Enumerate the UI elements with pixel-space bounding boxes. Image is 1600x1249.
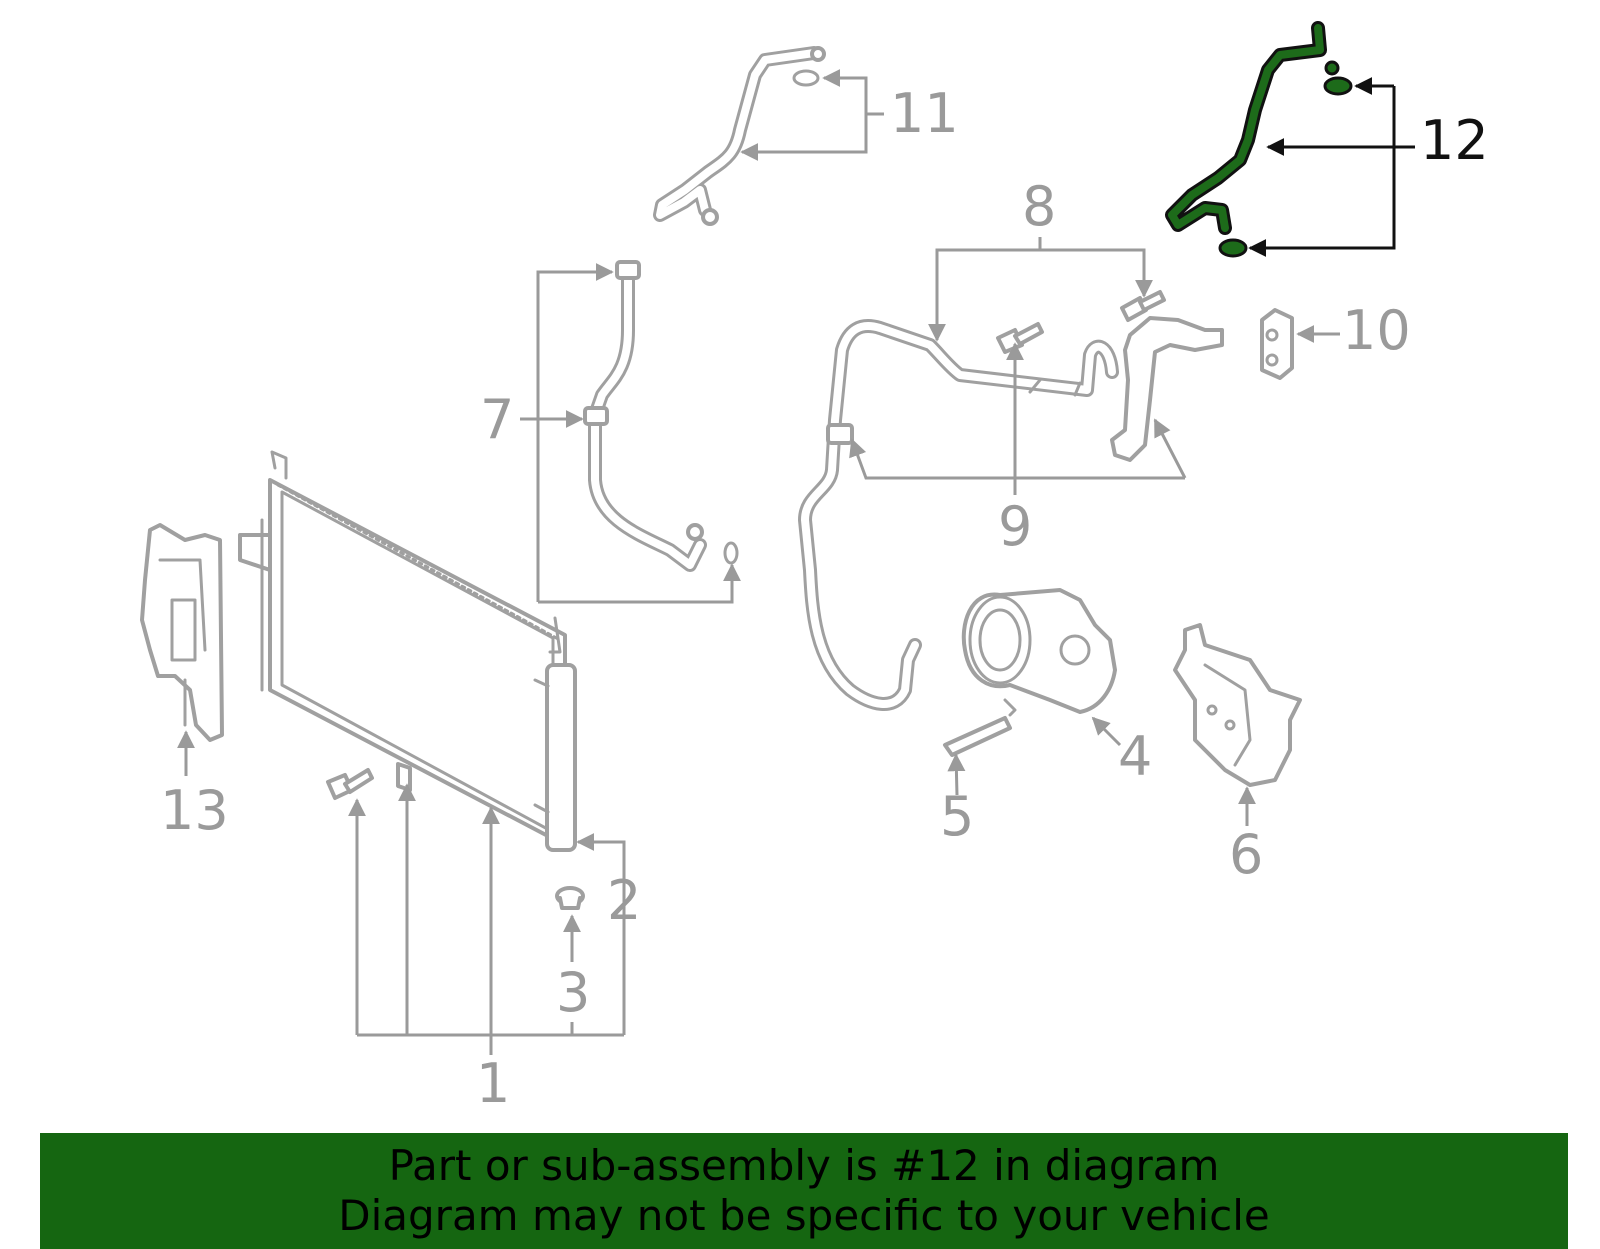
callout-10: 10: [1342, 299, 1411, 362]
callout-13: 13: [160, 779, 229, 842]
callout-1: 1: [476, 1052, 510, 1115]
hose-part-8: [798, 316, 1224, 711]
banner-line-disclaimer: Diagram may not be specific to your vehi…: [338, 1191, 1270, 1240]
leader-lines: [177, 69, 1415, 1055]
compressor-part-4: [961, 588, 1117, 717]
expansion-valve-part-10: [1260, 308, 1294, 380]
bolt-part-8: [1120, 290, 1166, 322]
hose-part-12-highlighted: [1165, 21, 1353, 258]
hose-part-7: [583, 260, 739, 572]
bolt-part-9: [996, 322, 1044, 354]
side-bracket-part-13: [140, 523, 224, 742]
condenser-part-1: [238, 450, 577, 852]
bolt-condenser: [326, 768, 374, 800]
grommet-part-3: [555, 886, 585, 910]
callout-12-highlighted: 12: [1420, 109, 1489, 172]
pin-part-5: [943, 716, 1012, 757]
callout-3: 3: [556, 961, 590, 1024]
callout-8: 8: [1022, 175, 1056, 238]
callout-6: 6: [1229, 823, 1263, 886]
callout-7: 7: [480, 388, 514, 451]
callout-5: 5: [940, 785, 974, 848]
callout-9: 9: [998, 495, 1032, 558]
hose-part-11: [653, 46, 826, 226]
callout-4: 4: [1118, 725, 1152, 788]
callout-2: 2: [607, 869, 641, 932]
callout-11: 11: [890, 82, 959, 145]
info-banner: Part or sub-assembly is #12 in diagram D…: [40, 1133, 1568, 1249]
bracket-part-6: [1173, 623, 1302, 787]
banner-line-part-number: Part or sub-assembly is #12 in diagram: [388, 1141, 1220, 1190]
